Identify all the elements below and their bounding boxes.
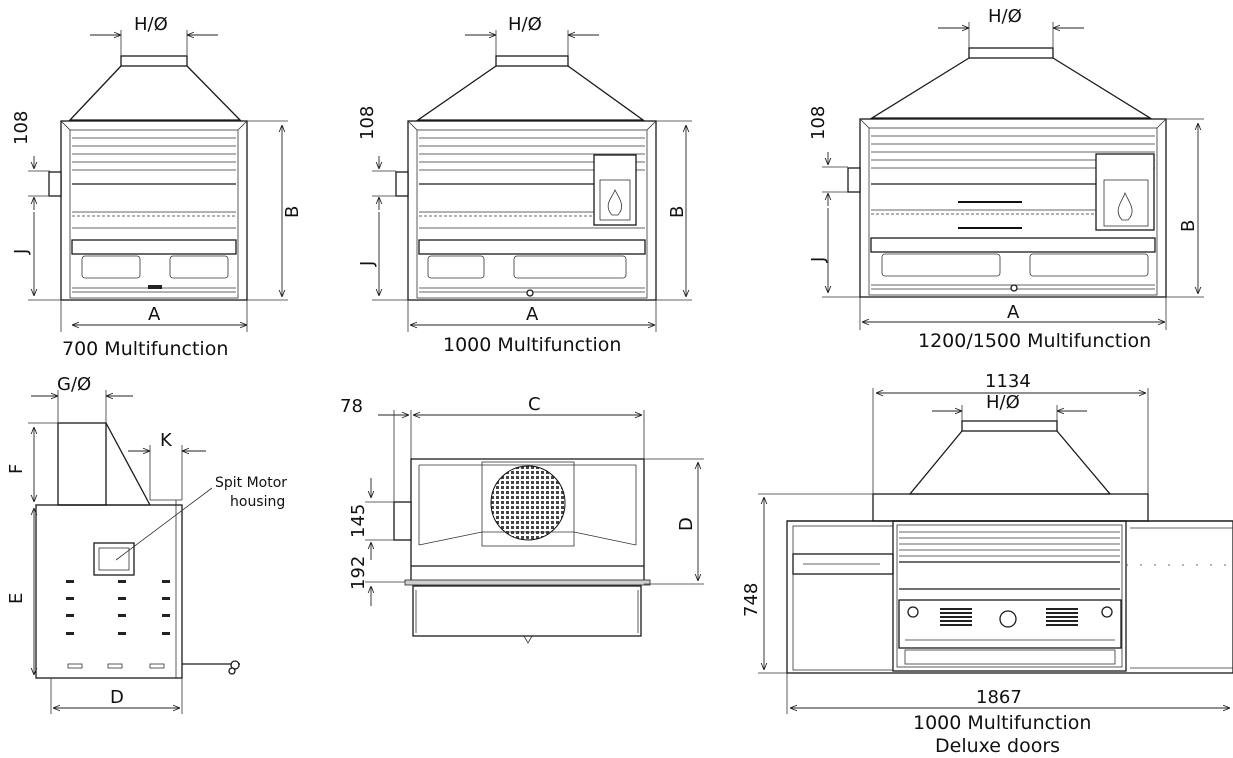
label-h-diameter: H/Ø: [508, 14, 542, 35]
label-748: 748: [741, 583, 762, 617]
label-108: 108: [808, 106, 829, 140]
label-b: B: [667, 206, 688, 218]
braai-body: [60, 120, 248, 301]
hood-outline: [869, 57, 1153, 119]
fan-grille: [490, 465, 566, 541]
braai-body: [407, 120, 657, 301]
caption-1000: 1000 Multifunction: [443, 334, 621, 356]
label-h-diameter: H/Ø: [986, 392, 1020, 413]
label-d: D: [676, 517, 697, 531]
label-1134: 1134: [985, 371, 1031, 392]
view-700-multifunction: H/Ø A B 108 J 700 Multifunction: [11, 14, 303, 360]
control-panel: [418, 239, 646, 255]
logo-icon: [999, 610, 1017, 628]
right-knob: [1101, 606, 1113, 618]
label-k: K: [160, 430, 173, 451]
label-108: 108: [11, 111, 32, 145]
caption-deluxe-2: Deluxe doors: [935, 735, 1060, 757]
caption-700: 700 Multifunction: [62, 338, 228, 360]
label-j: J: [11, 249, 32, 255]
label-d: D: [110, 687, 124, 708]
label-a: A: [526, 304, 539, 325]
label-j: J: [808, 257, 829, 263]
deluxe-unit: [892, 520, 1127, 672]
label-b: B: [1178, 220, 1199, 232]
left-knob: [907, 606, 919, 618]
control-panel: [71, 239, 237, 255]
view-1200-1500-multifunction: H/Ø A B 108 J 1200/1500 Multifunction: [808, 6, 1204, 352]
hood-outline: [68, 65, 242, 121]
callout-leader: [115, 487, 213, 561]
label-1867: 1867: [976, 687, 1022, 708]
label-145: 145: [348, 504, 369, 538]
label-e: E: [6, 593, 27, 604]
label-h-diameter: H/Ø: [134, 14, 168, 35]
flame-icon: [1117, 191, 1133, 221]
top-shelf: [872, 493, 1149, 522]
chimney-collar: [120, 55, 188, 67]
callout-spit-motor: Spit Motor: [215, 475, 287, 491]
label-g-diameter: G/Ø: [57, 374, 91, 395]
caption-1200-1500: 1200/1500 Multifunction: [918, 330, 1151, 352]
callout-housing: housing: [230, 494, 285, 510]
label-78: 78: [340, 396, 363, 417]
louvres: [72, 137, 236, 171]
view-plan: 78 C D 145 192: [340, 394, 704, 644]
label-c: C: [528, 394, 541, 415]
label-f: F: [6, 464, 27, 474]
hood-outline: [415, 65, 646, 121]
label-192: 192: [348, 556, 369, 590]
caption-deluxe-1: 1000 Multifunction: [913, 712, 1091, 734]
control-panel: [870, 237, 1156, 253]
view-deluxe-doors: 1134 H/Ø 748 1867 1000 Multifunction Del…: [741, 371, 1233, 757]
view-side: Spit Motor housing G/Ø K F E D: [6, 374, 287, 714]
label-108: 108: [357, 106, 378, 140]
flame-icon: [607, 189, 623, 216]
label-a: A: [148, 304, 161, 325]
label-j: J: [357, 261, 378, 267]
side-panel: [35, 504, 183, 679]
label-b: B: [282, 206, 303, 218]
braai-body: [859, 118, 1167, 298]
label-a: A: [1007, 302, 1020, 323]
view-1000-multifunction: H/Ø A B 108 J 1000 Multifunction: [357, 14, 692, 356]
label-h-diameter: H/Ø: [988, 6, 1022, 27]
drawer: [412, 585, 642, 637]
flue-stub: [57, 422, 107, 506]
